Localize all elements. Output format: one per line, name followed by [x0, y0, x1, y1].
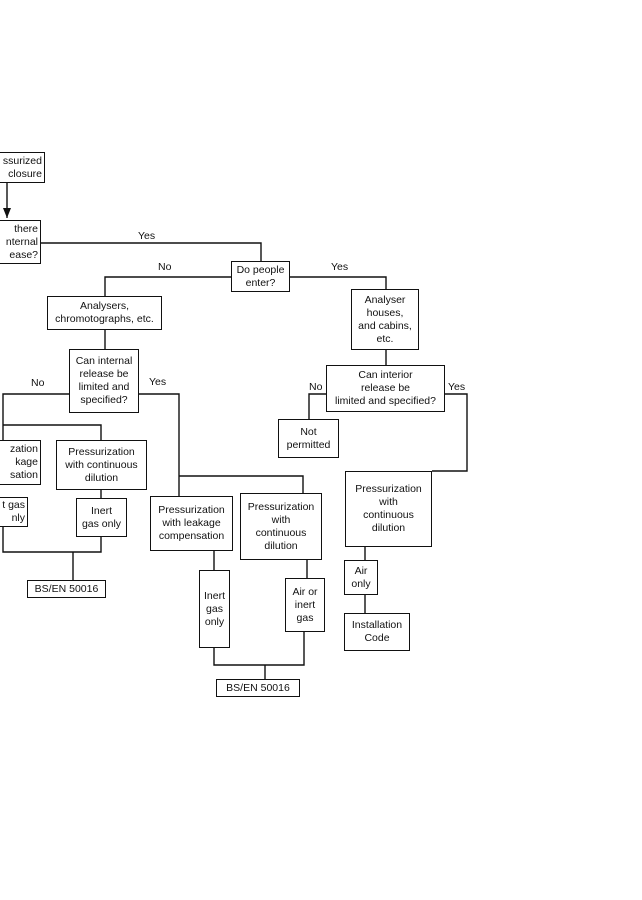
label-yes-can-interior: Yes — [448, 381, 466, 393]
node-text: Analysers, — [79, 300, 130, 312]
node-text: Air — [354, 564, 368, 577]
node-text: closure — [8, 167, 42, 180]
node-text: ssurized — [2, 154, 42, 167]
node-text: only — [204, 615, 225, 628]
node-text: Pressurization — [355, 483, 422, 495]
node-mid-bsen-50016: BS/EN 50016 — [216, 679, 300, 697]
node-text: nternal — [5, 235, 38, 248]
node-text: enter? — [245, 276, 276, 289]
node-text: and cabins, — [358, 319, 412, 332]
node-text: Pressurization — [247, 500, 315, 513]
node-text: Inert — [90, 504, 112, 517]
node-text: continuous — [255, 526, 307, 539]
node-text: Inert — [203, 589, 225, 602]
node-text: with continuous — [65, 458, 138, 471]
node-text: limited and specified? — [335, 395, 436, 407]
label-yes-can-internal: Yes — [149, 376, 167, 388]
node-text: etc. — [376, 332, 394, 345]
label-yes-internal: Yes — [138, 230, 156, 242]
node-text: continuous — [363, 509, 414, 521]
node-text: with — [379, 496, 398, 508]
node-analysers: Analysers,chromotographs, etc. — [47, 296, 162, 330]
node-text: with — [271, 513, 291, 526]
node-text: dilution — [264, 539, 298, 552]
node-text: dilution — [371, 522, 406, 534]
node-text: ease? — [9, 248, 38, 261]
node-text: gas only — [81, 517, 122, 530]
node-text: there — [14, 222, 38, 235]
label-no-can-internal: No — [31, 377, 45, 389]
node-text: release be — [79, 368, 129, 380]
node-text: inert — [294, 598, 316, 611]
node-text: gas — [206, 602, 223, 615]
node-text: limited and — [78, 381, 130, 393]
node-text: Air or — [292, 585, 318, 598]
node-text: BS/EN 50016 — [34, 582, 99, 595]
node-text: chromotographs, etc. — [55, 313, 154, 325]
node-text: Do people — [236, 263, 285, 276]
node-text: Code — [364, 632, 390, 644]
node-text: Can internal — [75, 355, 133, 367]
node-text: nly — [11, 512, 25, 524]
node-text: houses, — [366, 306, 404, 319]
label-no-people: No — [158, 261, 172, 273]
node-text: BS/EN 50016 — [226, 681, 290, 694]
node-text: Pressurization — [68, 445, 135, 458]
node-text: Installation — [351, 619, 403, 631]
node-text: with leakage — [162, 517, 221, 529]
node-text: only — [351, 577, 371, 590]
node-text: Pressurization — [158, 504, 225, 516]
node-text: gas — [296, 611, 314, 624]
arrow-head-icon — [3, 208, 11, 218]
node-text: t gas — [2, 499, 25, 511]
node-text: sation — [9, 469, 38, 481]
node-text: zation — [9, 443, 38, 455]
node-text: permitted — [286, 438, 331, 451]
node-text: Not — [300, 425, 317, 438]
node-text: specified? — [80, 394, 128, 406]
node-text: Can interior — [358, 369, 413, 381]
node-text: kage — [15, 456, 38, 468]
node-text: compensation — [158, 530, 225, 542]
node-text: dilution — [84, 471, 119, 484]
label-no-can-interior: No — [309, 381, 323, 393]
node-left-bsen-50016: BS/EN 50016 — [27, 580, 106, 598]
node-text: Analyser — [364, 293, 406, 306]
label-yes-people: Yes — [331, 261, 349, 273]
node-text: release be — [360, 382, 411, 394]
